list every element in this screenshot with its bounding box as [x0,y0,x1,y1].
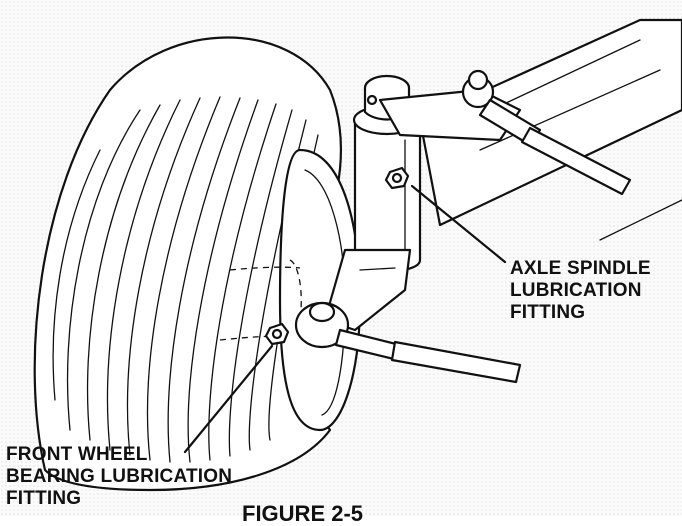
lower-steering-arm [294,248,522,384]
tire [33,36,362,492]
label-line: LUBRICATION [510,280,642,301]
label-line: FITTING [6,488,82,509]
label-line: FRONT WHEEL [6,444,148,465]
wheel-rim [278,148,362,432]
label-line: AXLE SPINDLE [510,258,651,279]
label-line: BEARING LUBRICATION [6,466,233,487]
axle-spindle-fitting-label: AXLE SPINDLE LUBRICATION FITTING [510,258,651,324]
figure-caption: FIGURE 2-5 [242,501,364,526]
label-line: FITTING [510,302,586,323]
front-wheel-bearing-grease-fitting-icon [264,322,290,346]
front-wheel-bearing-fitting-label: FRONT WHEEL BEARING LUBRICATION FITTING [6,444,232,510]
axle-spindle-grease-fitting-icon [384,166,410,190]
leader-line-axle-spindle [410,184,507,264]
leader-line-wheel-bearing [183,344,274,454]
upper-steering-arm [378,69,632,196]
lower-tie-rod [390,340,522,384]
upper-tie-rod [520,126,632,196]
